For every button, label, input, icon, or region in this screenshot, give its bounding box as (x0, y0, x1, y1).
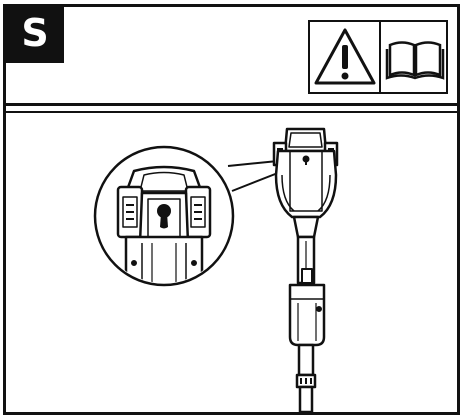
warning-triangle-icon (314, 28, 376, 85)
step-label: S (6, 7, 64, 63)
instruction-panel: S (3, 4, 460, 415)
panel-header: S (6, 7, 457, 103)
safety-symbols-box (308, 20, 448, 94)
header-divider-lower (6, 111, 457, 113)
read-manual-book-icon (385, 41, 445, 80)
header-divider (6, 103, 457, 106)
hanging-slot-illustration (93, 127, 339, 412)
symbols-divider (379, 22, 381, 92)
